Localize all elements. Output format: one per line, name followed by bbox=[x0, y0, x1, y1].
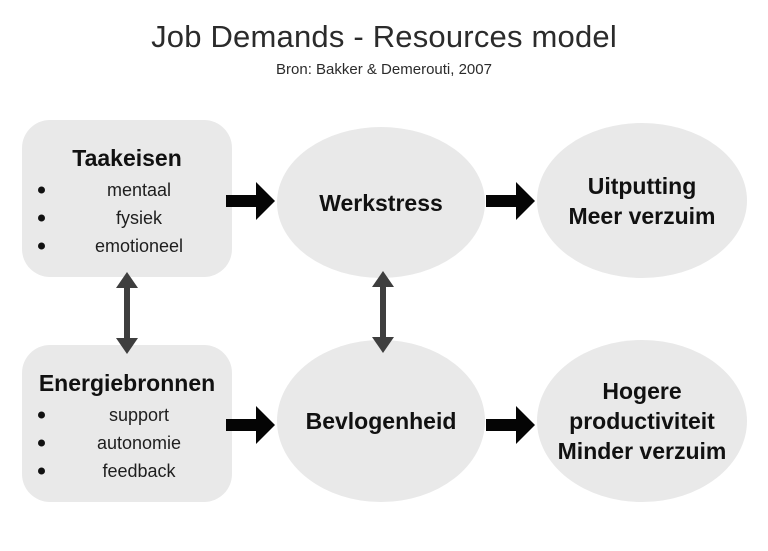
arrow-right-icon bbox=[486, 406, 535, 444]
label-line: productiviteit bbox=[569, 408, 715, 434]
arrow-right-icon bbox=[226, 182, 275, 220]
box-heading: Energiebronnen bbox=[38, 370, 216, 396]
arrow-right-icon bbox=[486, 182, 535, 220]
double-arrow-vertical-icon bbox=[372, 271, 394, 353]
ellipse-label: Werkstress bbox=[319, 188, 443, 218]
page-title: Job Demands - Resources model bbox=[151, 19, 617, 54]
label-line: Hogere bbox=[602, 378, 682, 404]
list-item: autonomie bbox=[22, 429, 232, 457]
ellipse-bevlogenheid: Bevlogenheid bbox=[277, 340, 485, 502]
ellipse-label: Hogere productiviteit Minder verzuim bbox=[558, 376, 727, 466]
list-item: support bbox=[22, 401, 232, 429]
arrow-right-icon bbox=[226, 406, 275, 444]
label-line: Uitputting bbox=[587, 172, 697, 199]
box-heading: Taakeisen bbox=[72, 145, 182, 171]
label-line: Bevlogenheid bbox=[305, 408, 457, 434]
double-arrow-vertical-icon bbox=[116, 272, 138, 354]
list-item: mentaal bbox=[22, 176, 232, 204]
bullet-list: support autonomie feedback bbox=[22, 401, 232, 485]
box-taakeisen: Taakeisen mentaal fysiek emotioneel bbox=[22, 120, 232, 277]
list-item: feedback bbox=[22, 457, 232, 485]
ellipse-label: Bevlogenheid bbox=[306, 406, 457, 436]
box-energiebronnen: Energiebronnen support autonomie feedbac… bbox=[22, 345, 232, 502]
ellipse-productiviteit: Hogere productiviteit Minder verzuim bbox=[537, 340, 747, 502]
ellipse-label: Uitputting Meer verzuim bbox=[568, 171, 715, 231]
list-item: emotioneel bbox=[22, 232, 232, 260]
ellipse-uitputting: Uitputting Meer verzuim bbox=[537, 123, 747, 278]
label-line: Werkstress bbox=[319, 189, 443, 216]
ellipse-werkstress: Werkstress bbox=[277, 127, 485, 278]
list-item: fysiek bbox=[22, 204, 232, 232]
label-line: Minder verzuim bbox=[557, 438, 727, 464]
source-caption: Bron: Bakker & Demerouti, 2007 bbox=[276, 61, 492, 78]
label-line: Meer verzuim bbox=[568, 202, 716, 229]
bullet-list: mentaal fysiek emotioneel bbox=[22, 176, 232, 260]
